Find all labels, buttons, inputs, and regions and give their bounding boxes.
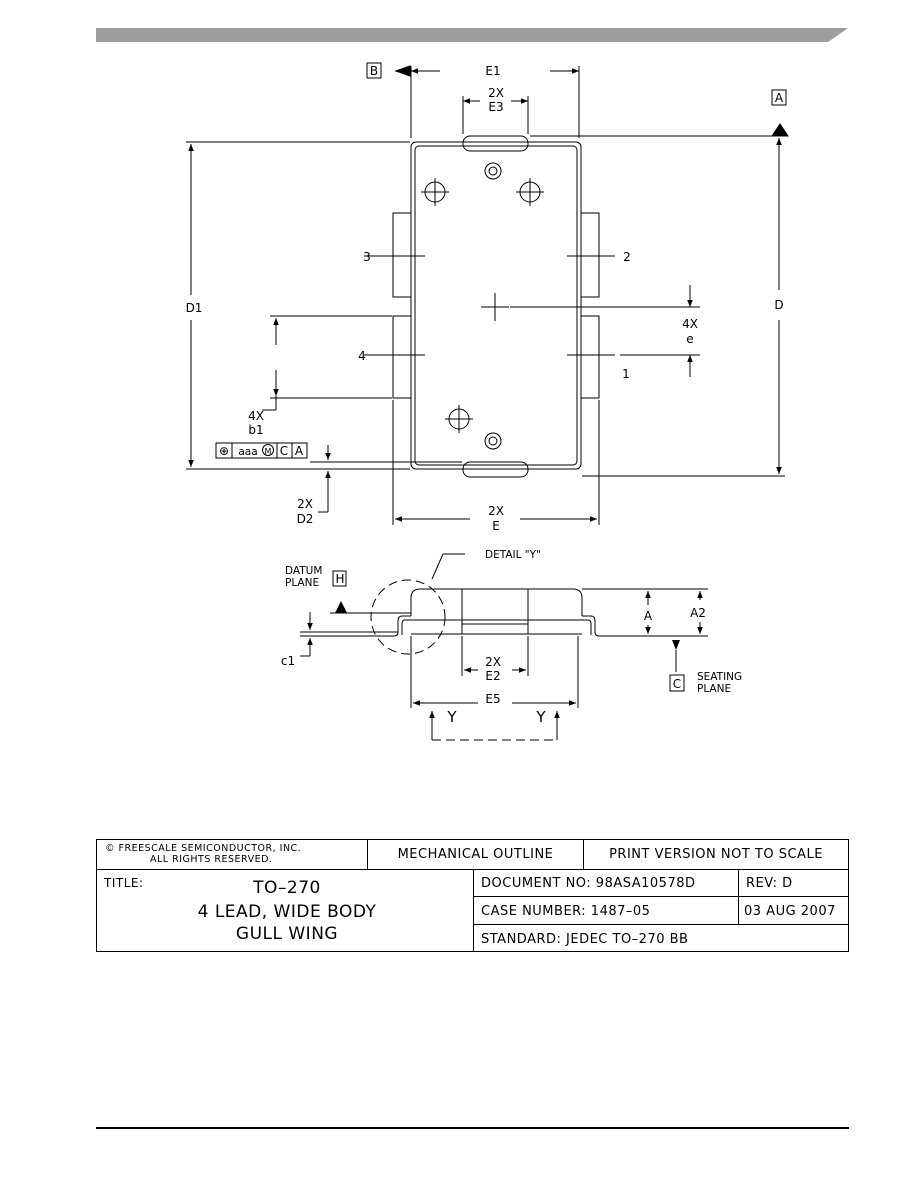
pin-number-2: 2 [623,250,631,264]
title-line1: TO–270 [253,878,321,898]
section-mark-right: Y [535,708,546,726]
date: 03 AUG 2007 [744,904,836,919]
dim-e3: E3 [488,100,503,114]
section-mark-left: Y [446,708,457,726]
package-body [410,141,582,470]
tolerance-value: aaa [238,446,257,458]
datum-ref-a: A [295,444,304,458]
datum-h-label: H [335,572,344,586]
datum-box-b: B [366,62,382,79]
datum-ref-c: C [280,444,288,458]
datum-box-h: H [332,570,347,587]
title-block: © FREESCALE SEMICONDUCTOR, INC. ALL RIGH… [96,839,849,952]
document-number: DOCUMENT NO: 98ASA10578D [481,876,696,891]
dim-c1: c1 [281,654,295,668]
datum-plane-line2: PLANE [285,577,319,589]
side-view [300,553,708,741]
dim-e1: E1 [485,64,500,78]
copyright-line2: ALL RIGHTS RESERVED. [150,854,273,865]
dim-d2: D2 [297,512,314,526]
copyright-line1: © FREESCALE SEMICONDUCTOR, INC. [105,843,302,854]
dim-d1: D1 [186,301,203,315]
rivet [484,432,502,450]
detail-y-label: DETAIL "Y" [485,549,541,561]
dim-d2-count: 2X [297,497,313,511]
datum-c-label: C [673,677,681,691]
standard: STANDARD: JEDEC TO–270 BB [481,932,689,947]
rivet [484,162,502,180]
dim-d: D [774,298,783,312]
seating-plane-line2: PLANE [697,683,731,695]
title-line2: 4 LEAD, WIDE BODY [197,902,377,922]
dim-e2-count: 2X [485,655,501,669]
title-line3: GULL WING [235,924,339,944]
dim-e2: E2 [485,669,500,683]
package-drawing: B A E1 2X E3 D1 D 4X e 4X b1 2X D2 2X E … [186,62,789,741]
lead-1 [580,315,600,399]
detail-y-circle [370,579,446,655]
top-tab [462,135,529,152]
datum-plane-line1: DATUM [285,565,322,577]
datum-box-a: A [771,89,787,106]
dim-a2: A2 [690,606,706,620]
case-number: CASE NUMBER: 1487–05 [481,904,651,919]
lead-3 [392,212,412,298]
lead-4 [392,315,412,399]
dim-e5: E5 [485,692,500,706]
footer-rule [96,1127,849,1129]
datum-a-label: A [775,91,784,105]
dim-b1: b1 [248,423,263,437]
pin-number-4: 4 [358,349,366,363]
dim-e-pitch: e [686,332,693,346]
bottom-tab [462,461,529,478]
title-label: TITLE: [104,876,144,890]
mechanical-outline: MECHANICAL OUTLINE [397,847,554,862]
dim-a: A [644,609,653,623]
revision: REV: D [746,876,793,891]
dim-e-count-2x: 2X [488,504,504,518]
datum-b-label: B [370,64,378,78]
tolerance-frame: ⊕ aaa M C A [215,442,308,459]
mmc-modifier: M [265,447,272,456]
top-view [186,65,789,525]
position-symbol: ⊕ [219,444,229,458]
pin-number-1: 1 [622,367,630,381]
datum-box-c: C [669,674,685,692]
copyright-cell: © FREESCALE SEMICONDUCTOR, INC. ALL RIGH… [105,843,365,865]
dim-e-count: 4X [682,317,698,331]
dim-e3-count: 2X [488,86,504,100]
mmc-modifier-icon [262,444,274,456]
dim-e-width: E [492,519,500,533]
dim-b1-count: 4X [248,409,264,423]
header-bar [96,28,848,42]
pin-number-3: 3 [363,250,371,264]
seating-plane-line1: SEATING [697,671,742,683]
print-version: PRINT VERSION NOT TO SCALE [609,847,823,862]
lead-2 [580,212,600,298]
